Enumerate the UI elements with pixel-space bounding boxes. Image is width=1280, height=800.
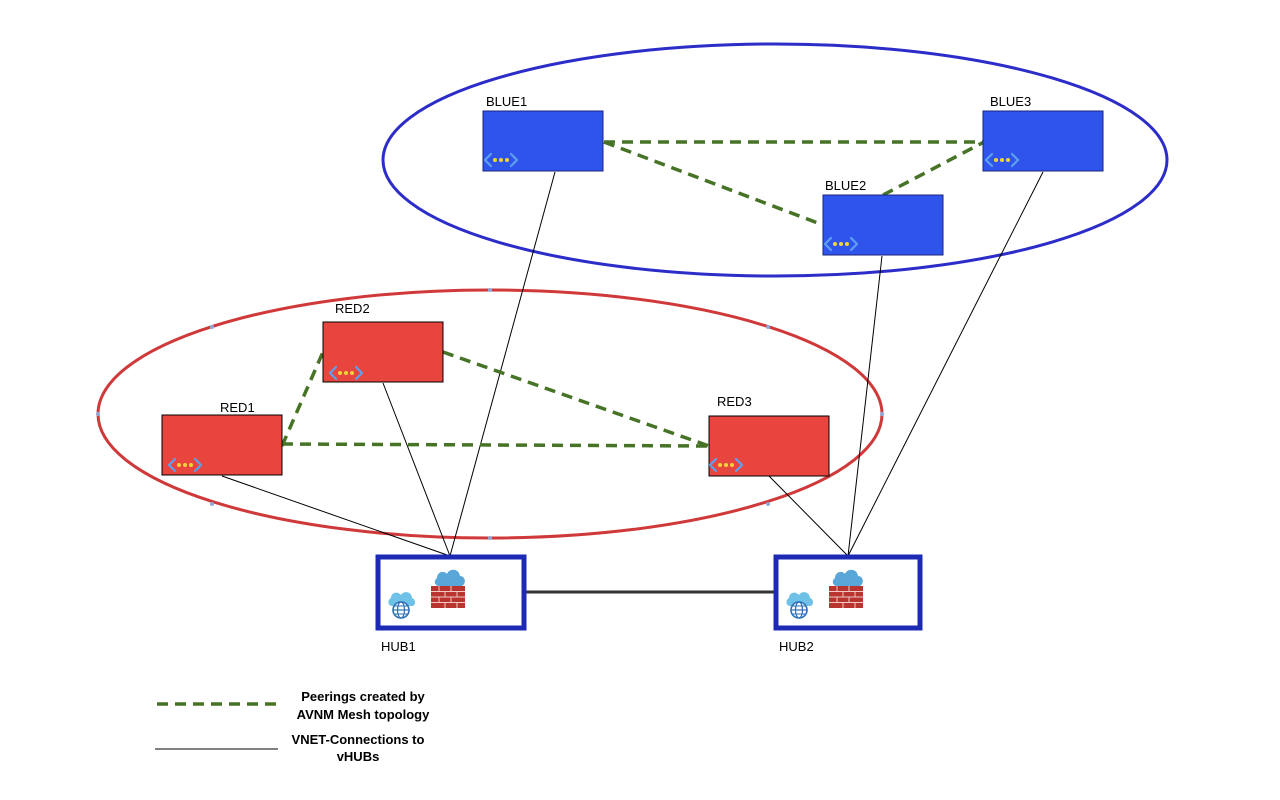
red-group-anchor-points [96,288,884,540]
vnet-red2[interactable]: RED2 [322,301,444,383]
legend-peering-label-line1: Peerings created by [301,689,425,704]
vnet-label: BLUE2 [825,178,866,193]
connection-red2-hub1 [382,382,451,557]
legend: Peerings created by AVNM Mesh topology V… [155,689,430,764]
vnet-blue1[interactable]: BLUE1 [482,94,604,172]
hub1[interactable]: HUB1 [375,554,527,654]
peering-red2-red3 [442,350,710,448]
vnet-label: RED2 [335,301,370,316]
peering-blue1-blue2 [603,140,824,227]
vnet-label: RED3 [717,394,752,409]
red-network-group[interactable] [96,288,884,540]
connection-red3-hub2 [768,475,849,557]
mesh-peerings [280,140,985,448]
vnet-red3[interactable]: RED3 [708,394,830,477]
connection-blue2-hub2 [847,255,883,557]
legend-peering-label-line2: AVNM Mesh topology [297,707,430,722]
vnet-red1[interactable]: RED1 [161,400,283,476]
vnet-label: RED1 [220,400,255,415]
peering-red1-red3 [281,442,710,448]
vnet-label: BLUE1 [486,94,527,109]
connection-blue1-hub1 [449,171,556,557]
vnet-label: BLUE3 [990,94,1031,109]
vnet-connections [221,171,1044,557]
connection-red1-hub1 [221,475,451,557]
vnet-blue2[interactable]: BLUE2 [822,178,944,256]
connection-blue3-hub2 [847,171,1044,557]
legend-connection-label-line2: vHUBs [337,749,380,764]
vnet-blue3[interactable]: BLUE3 [982,94,1104,172]
hub-label: HUB1 [381,639,416,654]
peering-blue2-blue3 [882,140,985,197]
peering-red1-red2 [280,351,325,447]
hub2[interactable]: HUB2 [773,554,923,654]
legend-connection-label-line1: VNET-Connections to [292,732,425,747]
hub-label: HUB2 [779,639,814,654]
blue-network-group[interactable] [381,42,1169,278]
